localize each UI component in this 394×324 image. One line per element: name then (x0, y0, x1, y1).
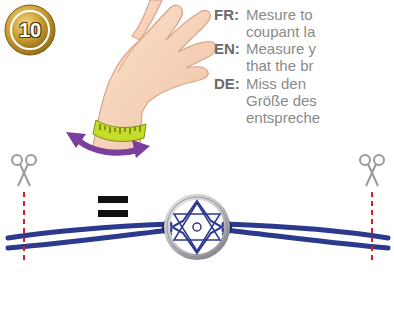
language-code: FR: (214, 6, 239, 23)
step-number-badge: 10 (11, 11, 49, 49)
scissors-icon (12, 155, 36, 186)
instruction-text: that the br (246, 57, 314, 74)
instruction-text: Measure y (246, 40, 316, 57)
cut-line (23, 192, 25, 262)
scissors-icon (360, 155, 384, 186)
equals-sign (98, 196, 128, 217)
instruction-text: Mesure to (246, 6, 313, 23)
step-number: 10 (19, 19, 41, 42)
dreamcatcher-pendant (167, 197, 227, 257)
instruction-text: Größe des (246, 92, 317, 109)
cut-line (371, 192, 373, 262)
instruction-text: coupant la (246, 23, 315, 40)
hand (92, 0, 216, 150)
instruction-text: entspreche (246, 109, 320, 126)
measuring-tape (93, 120, 146, 141)
language-code: DE: (214, 75, 240, 92)
instruction-text: Miss den (246, 75, 306, 92)
step-badge (5, 5, 55, 55)
rotation-arrow (66, 132, 150, 158)
bracelet-cord (8, 220, 388, 248)
language-code: EN: (214, 40, 240, 57)
